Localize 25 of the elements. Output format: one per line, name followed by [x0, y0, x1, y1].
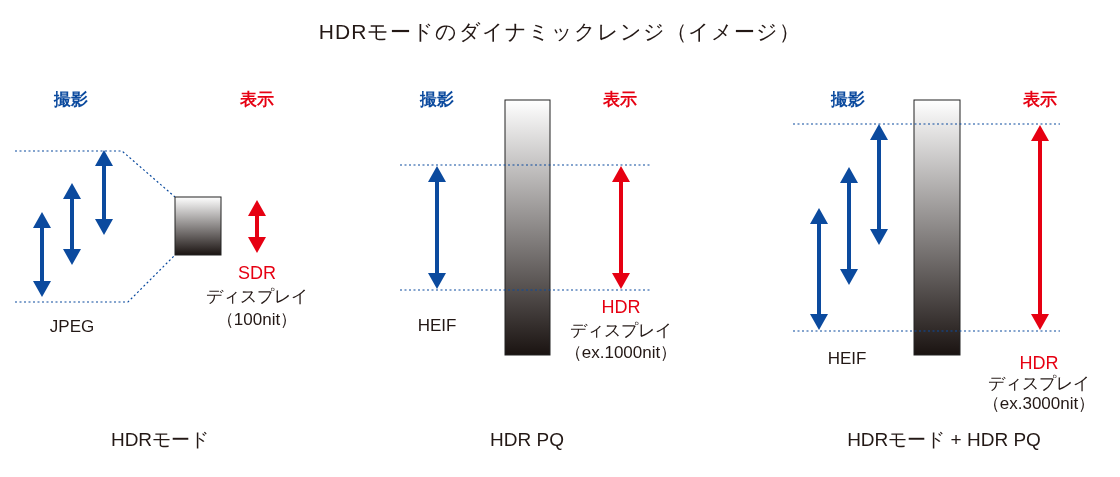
format-label: JPEG [49, 316, 95, 338]
column-heading: 表示 [240, 89, 274, 111]
format-label: （ex.3000nit） [982, 393, 1096, 415]
column-heading: SDR [238, 262, 276, 285]
gradient-bar [174, 196, 222, 256]
format-label: ディスプレイ [570, 320, 672, 342]
panel-caption: HDRモード + HDR PQ [847, 428, 1041, 452]
column-heading: 撮影 [54, 89, 88, 111]
diagram-title: HDRモードのダイナミックレンジ（イメージ） [318, 19, 802, 45]
format-label: ディスプレイ [206, 286, 308, 308]
column-heading: 表示 [603, 89, 637, 111]
format-label: ディスプレイ [988, 373, 1090, 395]
column-heading: 撮影 [420, 89, 454, 111]
column-heading: HDR [601, 296, 641, 319]
panel-caption: HDRモード [110, 428, 210, 452]
panel-caption: HDR PQ [490, 428, 564, 452]
format-label: HEIF [827, 348, 867, 370]
column-heading: HDR [1019, 352, 1059, 374]
format-label: （ex.1000nit） [564, 342, 678, 364]
column-heading: 撮影 [831, 89, 865, 111]
column-heading: 表示 [1023, 89, 1057, 111]
format-label: （100nit） [216, 309, 298, 331]
gradient-bar [504, 99, 551, 356]
gradient-bar [913, 99, 961, 356]
format-label: HEIF [417, 315, 457, 337]
